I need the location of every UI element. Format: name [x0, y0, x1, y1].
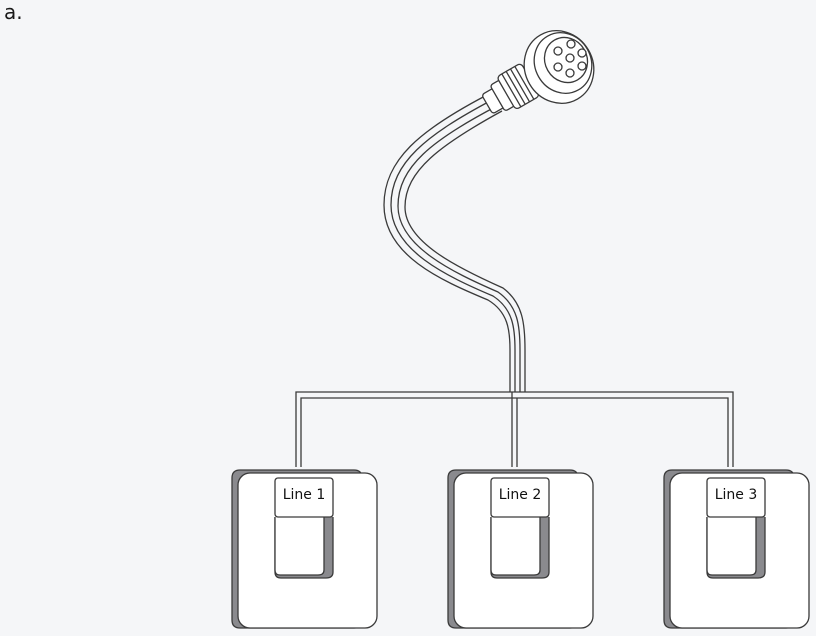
circular-connector-icon — [482, 30, 595, 114]
current-transformer-clamp-icon: Line 1 — [231, 469, 378, 629]
current-transformer-clamp-icon: Line 2 — [447, 469, 594, 629]
figure-label: a. — [4, 0, 23, 24]
distribution-wires — [295, 391, 734, 467]
sensor-label-line-1: Line 1 — [283, 487, 326, 503]
sensor-label-line-3: Line 3 — [715, 487, 758, 503]
sensor-label-line-2: Line 2 — [499, 487, 542, 503]
current-transformer-clamp-icon: Line 3 — [663, 469, 810, 629]
main-cable — [383, 94, 526, 392]
